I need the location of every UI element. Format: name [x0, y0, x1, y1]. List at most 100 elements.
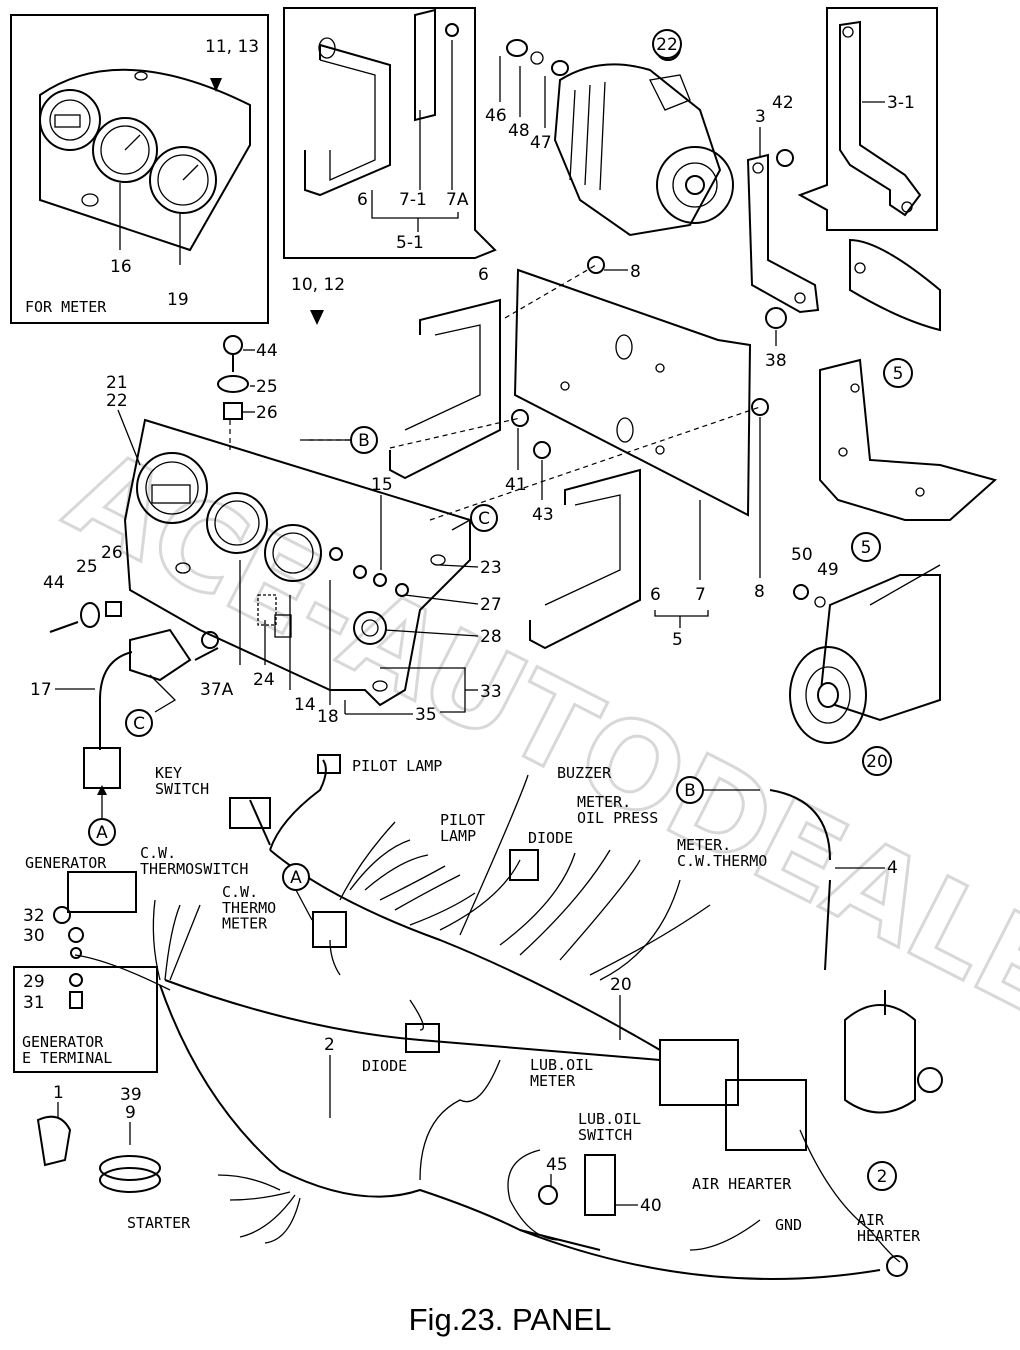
part-42: 42 — [772, 93, 794, 113]
stay-part-3-1: 3-1 — [887, 93, 915, 113]
part-49: 49 — [817, 560, 839, 580]
part-16: 16 — [110, 257, 132, 277]
part-15: 15 — [371, 475, 393, 495]
part-2: 2 — [324, 1035, 335, 1055]
small-parts-drawing — [49, 149, 826, 789]
part-47: 47 — [530, 133, 552, 153]
stay-bracket-drawing — [746, 153, 998, 521]
part-14: 14 — [294, 695, 316, 715]
generator-e-terminal-box — [13, 966, 158, 1073]
svg-text:5: 5 — [893, 364, 904, 384]
bracket-part-7a: 7A — [446, 190, 469, 210]
part-37a: 37A — [200, 680, 234, 700]
part-8-top: 8 — [630, 262, 641, 282]
part-30: 30 — [23, 926, 45, 946]
svg-text:A: A — [290, 868, 302, 888]
part-29: 29 — [23, 972, 45, 992]
part-44-left: 44 — [43, 573, 65, 593]
part-43: 43 — [532, 505, 554, 525]
circled-part-2: 2 — [867, 1161, 897, 1191]
part-4: 4 — [887, 858, 898, 878]
starter-motor-drawing — [789, 564, 941, 744]
panel-ref: 10, 12 — [291, 275, 345, 295]
part-26-top: 26 — [256, 403, 278, 423]
part-31: 31 — [23, 993, 45, 1013]
part-25-left: 25 — [76, 557, 98, 577]
stay-inset: 3-1 — [797, 7, 938, 231]
part-38: 38 — [765, 351, 787, 371]
part-25-top: 25 — [256, 377, 278, 397]
svg-text:C: C — [478, 509, 490, 529]
part-17: 17 — [30, 680, 52, 700]
label-pilot-lamp: PILOT LAMP — [352, 757, 442, 775]
circled-part-5-bottom: 5 — [851, 532, 881, 562]
part-19: 19 — [167, 290, 189, 310]
label-generator: GENERATOR — [25, 854, 107, 872]
part-35: 35 — [415, 705, 437, 725]
bracket-group-5-1: 5-1 — [396, 233, 424, 253]
part-20-harness: 20 — [610, 975, 632, 995]
part-48: 48 — [508, 121, 530, 141]
part-40: 40 — [640, 1196, 662, 1216]
part-9: 9 — [125, 1103, 136, 1123]
svg-text:22: 22 — [656, 35, 678, 55]
panel-brackets-drawing — [389, 268, 752, 650]
svg-text:2: 2 — [877, 1167, 888, 1187]
label-gnd: GND — [775, 1216, 802, 1234]
part-3: 3 — [755, 107, 766, 127]
bracket-part-6: 6 — [357, 190, 368, 210]
part-50: 50 — [791, 545, 813, 565]
svg-text:20: 20 — [866, 752, 888, 772]
part-32: 32 — [23, 906, 45, 926]
part-27: 27 — [480, 595, 502, 615]
svg-text:B: B — [358, 431, 370, 451]
part-8-bottom: 8 — [754, 582, 765, 602]
part-5: 5 — [672, 630, 683, 650]
part-number-labels: 44 25 26 21 22 15 23 27 28 33 35 18 14 2… — [23, 56, 898, 1216]
callout-b-top: B — [305, 426, 378, 454]
bracket-inset: 6 7-1 7A 5-1 — [283, 7, 497, 259]
instrument-panel-drawing — [123, 418, 471, 707]
part-1: 1 — [53, 1083, 64, 1103]
circled-part-22: 22 — [652, 29, 682, 59]
part-33: 33 — [480, 682, 502, 702]
label-diode-2: DIODE — [362, 1057, 407, 1075]
part-39: 39 — [120, 1085, 142, 1105]
part-21: 21 — [106, 373, 128, 393]
meter-inset-ref: 11, 13 — [205, 37, 259, 57]
label-meter-oil-press: METER.OIL PRESS — [577, 793, 658, 827]
part-44-top: 44 — [256, 341, 278, 361]
circled-part-20: 20 — [862, 746, 892, 776]
part-45: 45 — [546, 1155, 568, 1175]
part-23: 23 — [480, 558, 502, 578]
label-air-hearter: AIR HEARTER — [692, 1175, 792, 1193]
callout-a-harness: A — [282, 863, 313, 921]
callout-c-bottom: C — [125, 674, 177, 737]
bracket-part-7-1: 7-1 — [399, 190, 427, 210]
label-starter: STARTER — [127, 1214, 191, 1232]
label-diode: DIODE — [528, 829, 573, 847]
label-cw-thermoswitch: C.W.THERMOSWITCH — [140, 844, 248, 878]
figure-caption: Fig.23. PANEL — [408, 1302, 612, 1337]
part-7: 7 — [695, 585, 706, 605]
svg-text:A: A — [96, 823, 108, 843]
part-6-lower: 6 — [650, 585, 661, 605]
circled-part-5-top: 5 — [883, 358, 913, 388]
meter-inset: 11, 13 16 19 FOR METER — [10, 14, 269, 324]
part-46: 46 — [485, 106, 507, 126]
label-meter-cw-thermo: METER.C.W.THERMO — [677, 836, 767, 870]
callout-c-top: C — [451, 504, 498, 532]
panel-ref-arrow — [310, 310, 324, 325]
assembly-dashed-lines — [229, 264, 761, 521]
wiring-harness-drawing — [36, 754, 943, 1280]
part-28: 28 — [480, 627, 502, 647]
part-18: 18 — [317, 707, 339, 727]
